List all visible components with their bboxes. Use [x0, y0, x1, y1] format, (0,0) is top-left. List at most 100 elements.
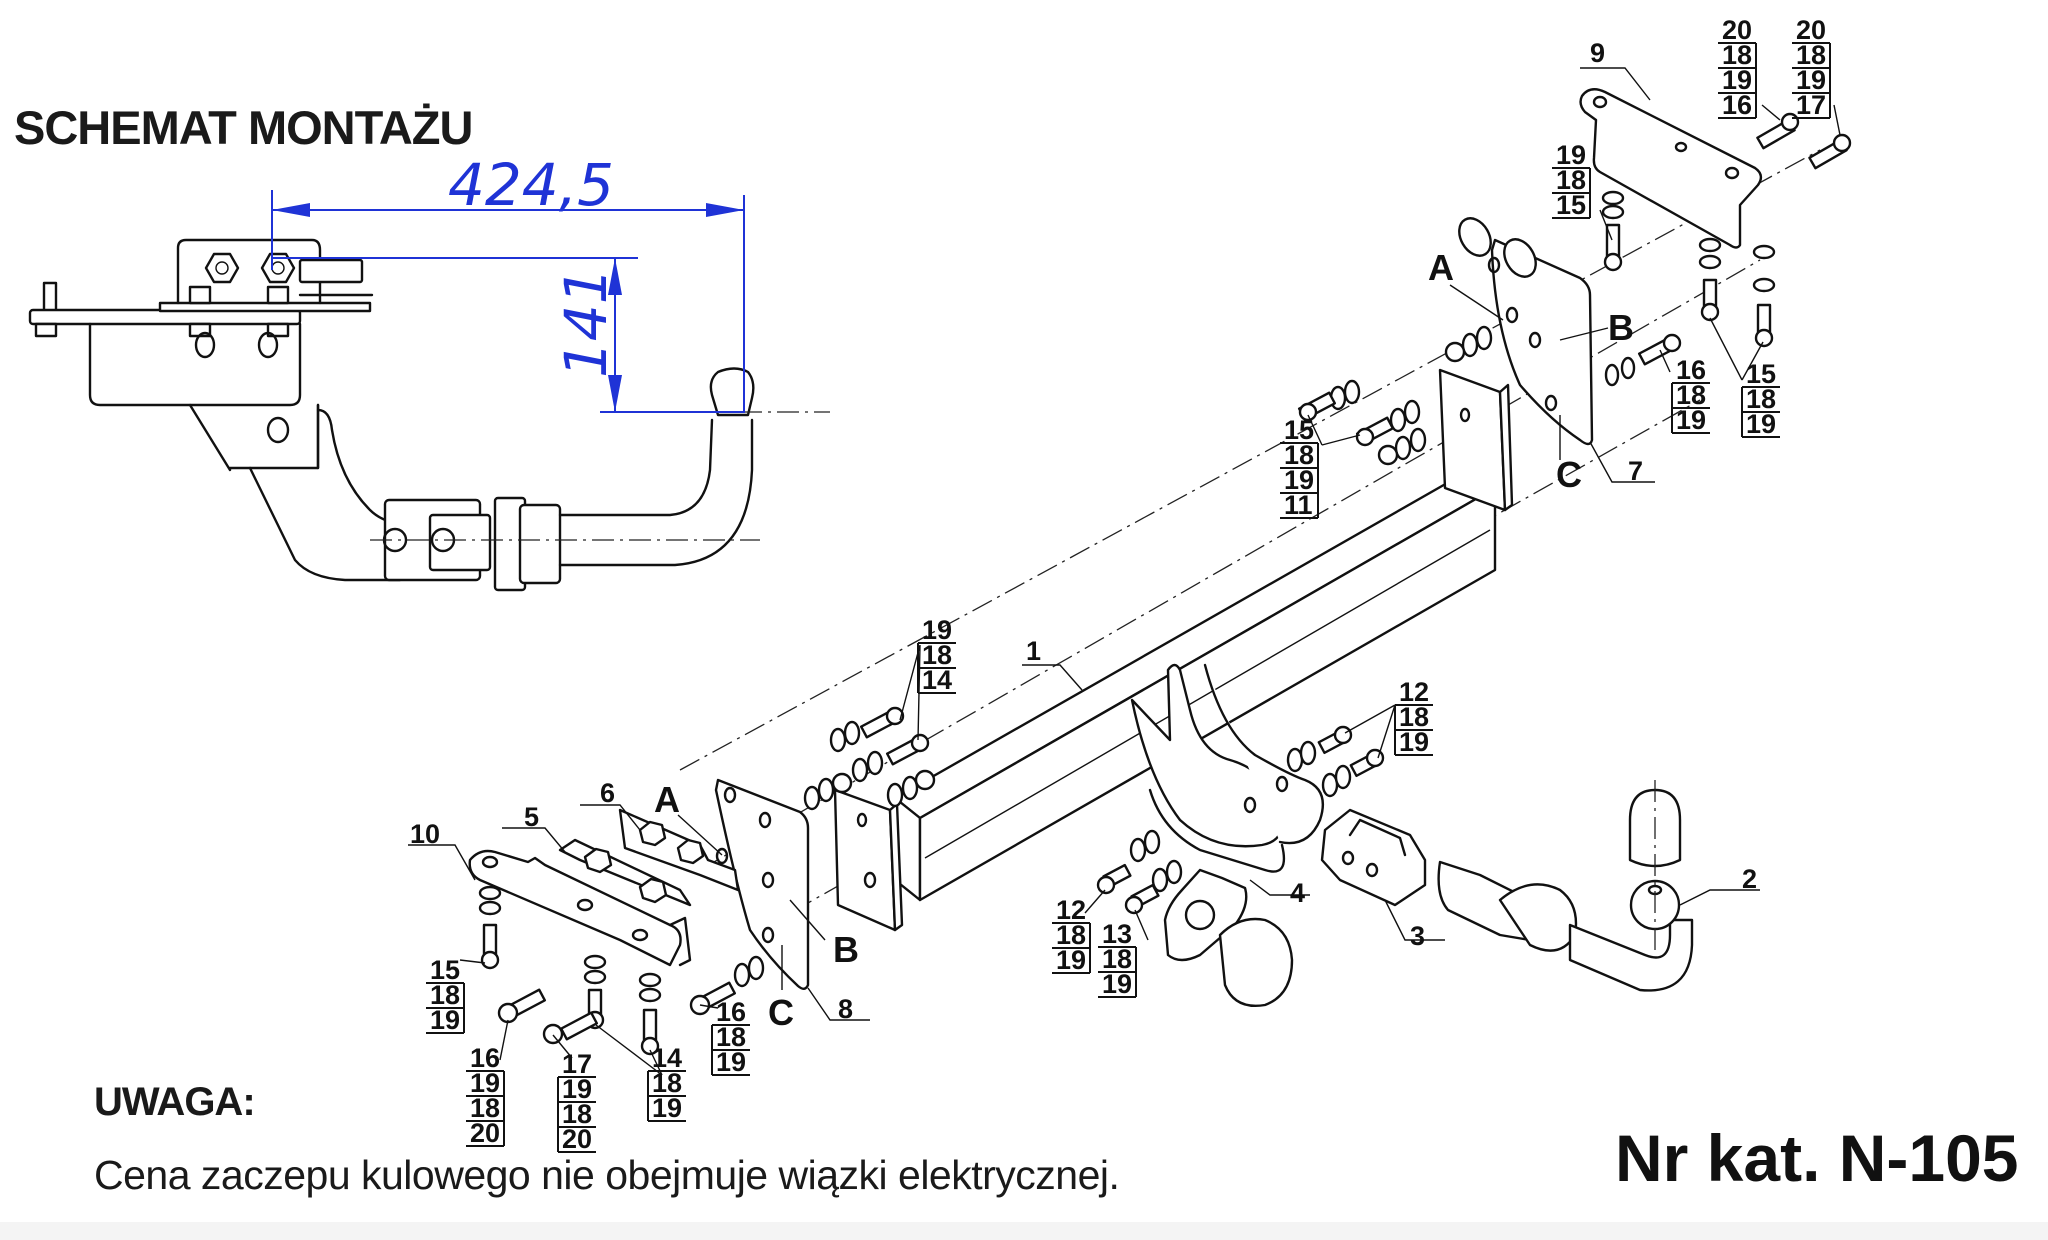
note-text: Cena zaczepu kulowego nie obejmuje wiązk… — [94, 1152, 1120, 1198]
fastener-number: 19 — [1556, 140, 1586, 170]
fastener-number: 19 — [922, 615, 952, 645]
fastener-number: 15 — [1556, 190, 1586, 220]
fastener-number: 11 — [1284, 490, 1313, 520]
part-9-top-bracket — [1579, 88, 1763, 249]
ref-label-right-c: C — [1556, 454, 1582, 495]
part-label-4: 4 — [1290, 878, 1305, 908]
fastener-number: 20 — [1796, 15, 1826, 45]
fastener-number: 16 — [716, 997, 746, 1027]
fastener-number: 18 — [1746, 384, 1776, 414]
fastener-number: 18 — [1556, 165, 1586, 195]
part-8-left-plate — [714, 778, 810, 990]
bolts-center — [1286, 725, 1385, 798]
fastener-number: 16 — [1676, 355, 1706, 385]
fastener-number: 18 — [1796, 40, 1826, 70]
part-1-crossbar — [833, 368, 1514, 932]
fastener-number: 18 — [716, 1022, 746, 1052]
side-top-nuts — [34, 252, 296, 338]
dimension-lines — [271, 190, 745, 413]
fastener-number: 16 — [1722, 90, 1752, 120]
ref-label-left-a: A — [654, 779, 680, 820]
side-lower-box — [88, 322, 302, 407]
fastener-number: 18 — [922, 640, 952, 670]
fastener-number: 15 — [430, 955, 460, 985]
part-label-5: 5 — [524, 802, 539, 832]
part-2-ball-hitch — [1437, 780, 1694, 992]
fastener-number: 19 — [652, 1093, 682, 1123]
bolts-left-plate — [803, 706, 936, 811]
part-7-right-plate — [1458, 217, 1594, 446]
fastener-number: 18 — [430, 980, 460, 1010]
fastener-number: 12 — [1399, 677, 1429, 707]
part-5-plate — [558, 838, 692, 907]
fastener-number: 19 — [430, 1005, 460, 1035]
ref-label-right-a: A — [1428, 247, 1454, 288]
fastener-number: 20 — [562, 1124, 592, 1154]
catalog-number: Nr kat. N-105 — [1615, 1121, 2019, 1195]
fastener-number: 18 — [470, 1093, 500, 1123]
fastener-number: 19 — [470, 1068, 500, 1098]
fastener-number: 19 — [1676, 405, 1706, 435]
fastener-number: 18 — [1056, 920, 1086, 950]
side-stud — [42, 281, 58, 315]
reference-point-labels: A B C A B C — [654, 247, 1634, 1033]
side-view-drawing — [28, 238, 830, 592]
bolt-top-16 — [1756, 112, 1800, 150]
part-label-8: 8 — [838, 994, 853, 1024]
fastener-number: 12 — [1056, 895, 1086, 925]
fastener-number: 19 — [1102, 969, 1132, 999]
fastener-number: 18 — [1102, 944, 1132, 974]
bolt-top-17 — [1808, 133, 1852, 170]
fastener-number: 18 — [1284, 440, 1314, 470]
side-tab — [298, 258, 364, 284]
dimension-vertical: 141 — [552, 267, 620, 378]
part-label-7: 7 — [1628, 456, 1643, 486]
fastener-number: 18 — [652, 1068, 682, 1098]
fastener-number: 14 — [922, 665, 952, 695]
ref-label-left-c: C — [768, 992, 794, 1033]
leader-lines — [408, 67, 1841, 1076]
side-ball-neck — [558, 418, 714, 517]
fastener-number: 20 — [1722, 15, 1752, 45]
part-label-1: 1 — [1026, 636, 1041, 666]
fastener-number: 18 — [1722, 40, 1752, 70]
fastener-number: 16 — [470, 1043, 500, 1073]
part-3-coupling — [1320, 808, 1427, 907]
drop-brackets — [1130, 663, 1325, 873]
bolts-right-plate — [1297, 325, 1493, 466]
part-number-labels: 1 2 3 4 5 6 7 8 9 10 — [410, 38, 1757, 1024]
part-6-strip — [618, 808, 740, 892]
bolts-bottom-left — [478, 885, 765, 1056]
bolt-right-16 — [1604, 333, 1682, 387]
bolts-socket — [1096, 829, 1183, 915]
side-upper-bracket — [176, 238, 322, 305]
fastener-number: 19 — [1796, 65, 1826, 95]
fastener-number: 20 — [470, 1118, 500, 1148]
bolt-9 — [1601, 190, 1625, 272]
fastener-number: 13 — [1102, 919, 1132, 949]
fastener-number: 15 — [1746, 359, 1776, 389]
part-label-9: 9 — [1590, 38, 1605, 68]
note-heading: UWAGA: — [94, 1080, 256, 1124]
part-4-socket — [1163, 868, 1294, 1007]
fastener-number: 19 — [1746, 409, 1776, 439]
side-ball — [709, 367, 755, 417]
part-label-6: 6 — [600, 778, 615, 808]
bottom-border-band — [0, 1222, 2048, 1240]
page-title: SCHEMAT MONTAŻU — [14, 101, 473, 154]
side-top-plate — [158, 301, 372, 313]
fastener-number: 19 — [1722, 65, 1752, 95]
